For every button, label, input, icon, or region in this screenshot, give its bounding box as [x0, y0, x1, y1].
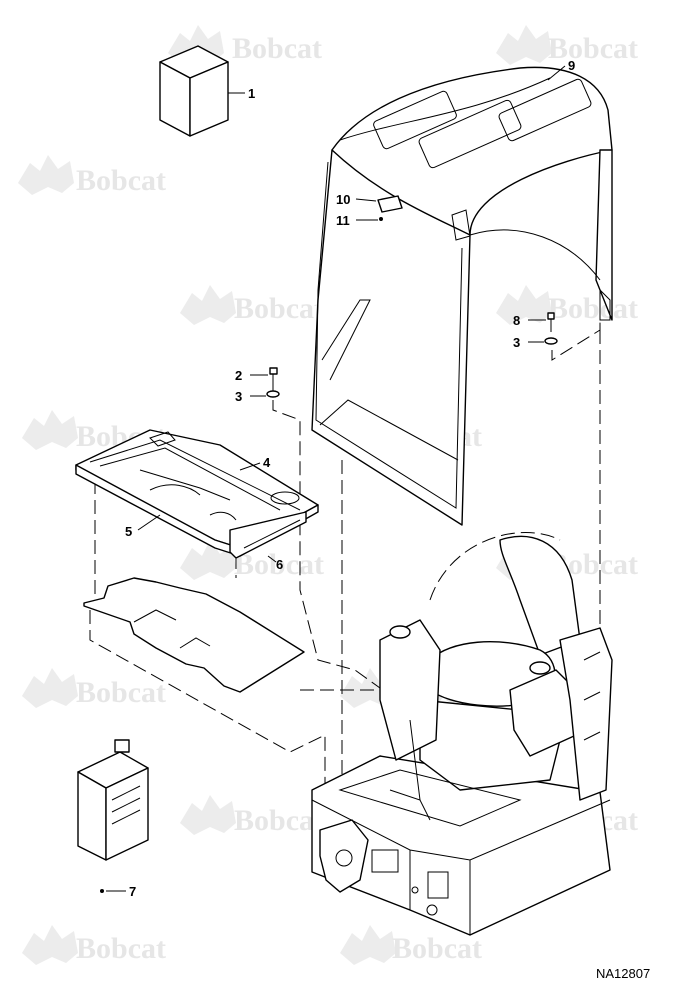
part-6-strip — [229, 511, 307, 559]
part-1-box — [159, 45, 229, 137]
bobcat-logo-icon — [496, 25, 552, 65]
leader-line — [267, 555, 277, 563]
part-7-screw — [100, 889, 104, 893]
leader-line — [137, 514, 161, 531]
leader-line — [239, 462, 261, 471]
part-10-decal — [377, 195, 403, 213]
bobcat-logo-icon — [180, 540, 236, 580]
part-4-floor-plate — [75, 429, 319, 557]
bobcat-logo-icon — [22, 925, 78, 965]
figure-id: NA12807 — [596, 966, 650, 981]
part-3-washer — [266, 390, 280, 398]
callout-3: 3 — [513, 335, 520, 350]
part-2-bolt — [269, 367, 278, 386]
watermark-text: Bobcat — [392, 932, 482, 965]
watermark-text: Bobcat — [76, 932, 166, 965]
part-3-washer — [544, 337, 558, 345]
watermark-text: Bobcat — [232, 32, 322, 65]
bobcat-logo-icon — [22, 668, 78, 708]
floor-mat — [83, 577, 305, 693]
part-8-bolt — [547, 312, 555, 332]
watermark-text: Bobcat — [548, 32, 638, 65]
watermark-text: Bobcat — [76, 164, 166, 197]
bobcat-logo-icon — [18, 155, 74, 195]
watermark-text: Bobcat — [234, 804, 324, 837]
callout-11: 11 — [336, 213, 350, 228]
callout-7: 7 — [129, 884, 136, 899]
callout-10: 10 — [336, 192, 350, 207]
bobcat-logo-icon — [22, 410, 78, 450]
seat-base-assembly — [311, 532, 613, 936]
watermark-text: Bobcat — [548, 292, 638, 325]
bobcat-logo-icon — [180, 795, 236, 835]
part-11-rivet — [379, 217, 383, 221]
callout-3: 3 — [235, 389, 242, 404]
leader-line — [355, 198, 377, 202]
bobcat-logo-icon — [340, 925, 396, 965]
part-7-controller — [77, 739, 149, 861]
bobcat-logo-icon — [180, 285, 236, 325]
watermark-text: Bobcat — [76, 676, 166, 709]
part-9-canopy — [311, 66, 613, 526]
callout-2: 2 — [235, 368, 242, 383]
callout-1: 1 — [248, 86, 255, 101]
bobcat-logo-icon — [496, 285, 552, 325]
leader-line — [547, 65, 566, 81]
callout-4: 4 — [263, 455, 271, 470]
watermark-text: Bobcat — [234, 548, 324, 581]
callout-5: 5 — [125, 524, 132, 539]
callout-6: 6 — [276, 557, 283, 572]
callout-9: 9 — [568, 58, 575, 73]
callout-8: 8 — [513, 313, 520, 328]
watermark-text: Bobcat — [234, 292, 324, 325]
